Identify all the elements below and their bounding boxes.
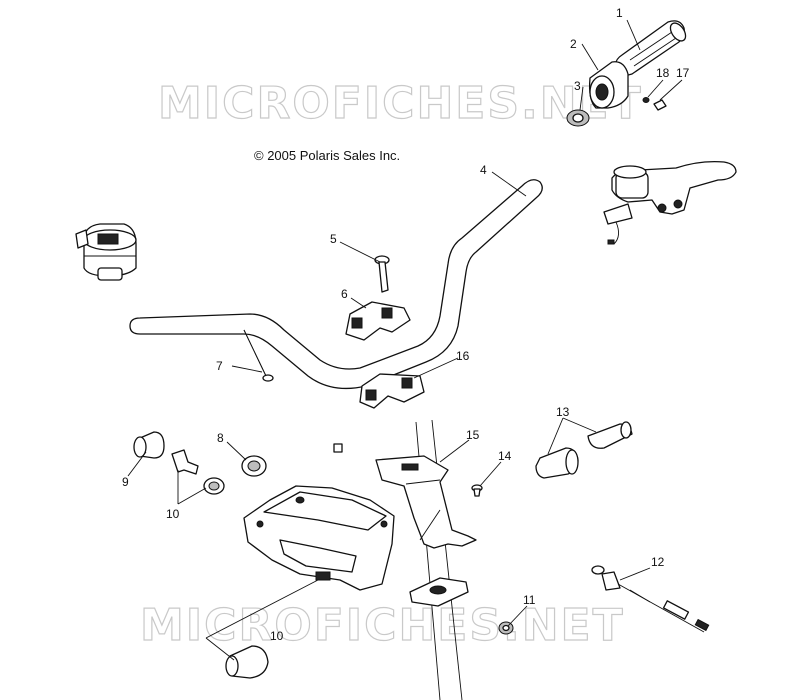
callout-17: 17 [676, 66, 690, 80]
callout-16: 16 [456, 349, 470, 363]
part-cap-9[interactable] [133, 431, 165, 459]
part-steering-plate[interactable] [409, 577, 469, 607]
part-switch-housing[interactable] [75, 223, 137, 281]
part-throttle-cable-12[interactable] [591, 565, 710, 633]
watermark-bottom: MICROFICHES.NET [140, 600, 625, 651]
part-grip-13[interactable] [587, 421, 633, 449]
callout-10-upper: 10 [166, 507, 180, 521]
callout-9: 9 [122, 475, 129, 489]
copyright-text: © 2005 Polaris Sales Inc. [254, 148, 400, 163]
part-lower-clamp-16[interactable] [359, 373, 425, 409]
part-washer-3[interactable] [566, 109, 590, 127]
callout-3: 3 [574, 79, 581, 93]
callout-labels: 1 2 3 18 17 4 5 6 7 16 8 9 10 13 15 14 1… [122, 6, 690, 643]
watermark-top: MICROFICHES.NET [158, 78, 643, 129]
part-nut-11[interactable] [498, 621, 514, 635]
part-mount-bracket-15[interactable] [375, 455, 477, 549]
part-bolt-5[interactable] [374, 255, 390, 293]
callout-6: 6 [341, 287, 348, 301]
callout-2: 2 [570, 37, 577, 51]
part-plug-10[interactable] [225, 645, 269, 679]
callout-15: 15 [466, 428, 480, 442]
part-handlebar-4[interactable] [129, 179, 543, 390]
part-grip-1[interactable] [614, 20, 689, 76]
part-cap-17[interactable] [653, 99, 667, 111]
callout-14: 14 [498, 449, 512, 463]
part-headlight-pod[interactable] [243, 485, 395, 591]
part-brake-lever-assembly[interactable] [603, 160, 737, 245]
part-screw-18[interactable] [642, 97, 650, 103]
callout-18: 18 [656, 66, 670, 80]
callout-4: 4 [480, 163, 487, 177]
callout-13: 13 [556, 405, 570, 419]
callout-7: 7 [216, 359, 223, 373]
part-grip-13b[interactable] [535, 447, 579, 479]
part-key-plate-10[interactable] [171, 449, 225, 495]
callout-11: 11 [523, 593, 536, 607]
callout-5: 5 [330, 232, 337, 246]
part-grommet-8[interactable] [241, 455, 267, 477]
callout-12: 12 [651, 555, 665, 569]
part-small-clip[interactable] [333, 443, 343, 453]
callout-1: 1 [616, 6, 623, 20]
leader-lines [127, 19, 683, 661]
part-throttle-housing-2[interactable] [588, 61, 629, 109]
part-screw-14[interactable] [471, 484, 483, 497]
callout-8: 8 [217, 431, 224, 445]
part-long-bolt-7[interactable] [243, 329, 274, 382]
part-upper-clamp-6[interactable] [345, 301, 411, 341]
callout-10-lower: 10 [270, 629, 284, 643]
